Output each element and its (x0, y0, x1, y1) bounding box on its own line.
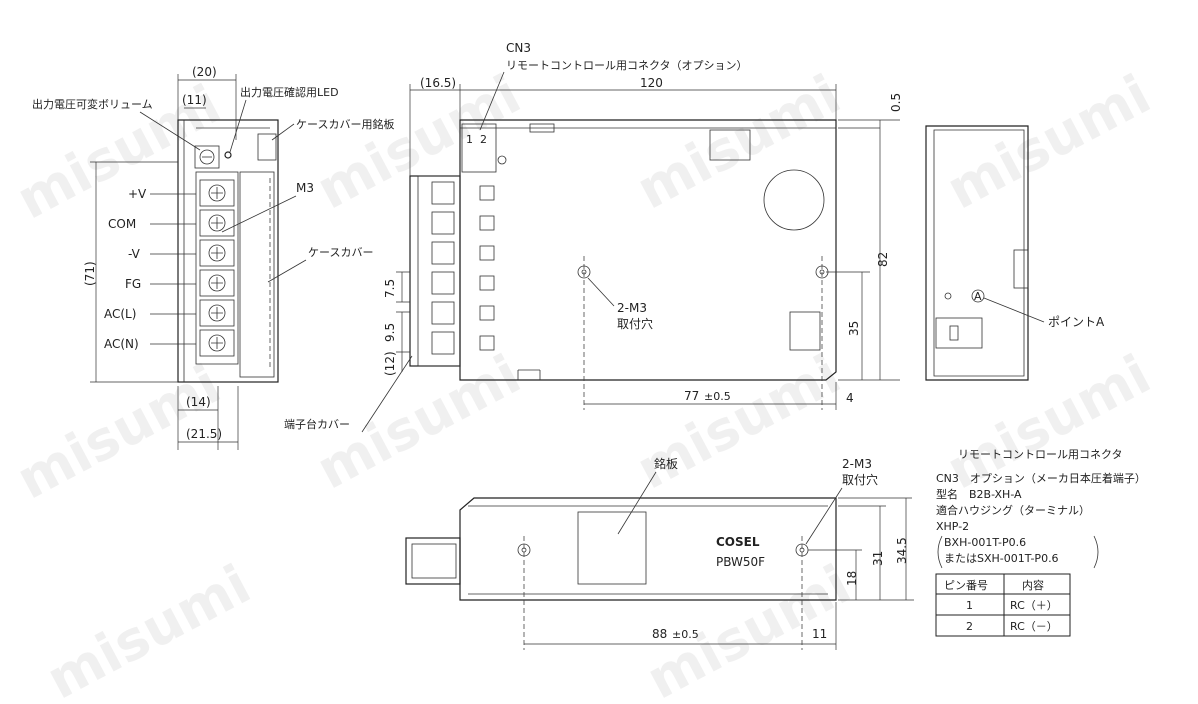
callout-cn3-desc: リモートコントロール用コネクタ（オプション） (506, 59, 748, 72)
side-connector (1013, 249, 1029, 289)
pin-table: ピン番号 内容 1 RC（＋） 2 RC（－） (935, 573, 1071, 637)
dim-88: 88 (652, 627, 667, 641)
terminal-screw (199, 179, 235, 207)
top-view: 1 2 (16.5) 120 0.5 82 35 77 ±0.5 4 7.5 9… (284, 41, 903, 433)
dim-16-5: (16.5) (420, 76, 456, 90)
watermark-text: misumi (937, 63, 1161, 222)
pin-table-cell: 1 (966, 599, 973, 612)
point-a-marker (971, 289, 985, 303)
vent-hole (763, 169, 825, 231)
dim-21-5: (21.5) (186, 427, 222, 441)
spec-title: リモートコントロール用コネクタ (958, 448, 1123, 461)
front-nameplate (257, 133, 277, 161)
dim-31: 31 (871, 551, 885, 566)
volume-body (194, 145, 220, 169)
cn3-pin-2: 2 (480, 133, 487, 146)
dim-11: (11) (182, 93, 207, 107)
callout-2m3-b: 2-M3 (842, 457, 872, 471)
side-body-outline (925, 125, 1029, 381)
dim-34-5: 34.5 (895, 537, 909, 564)
callout-output-voltage-adj: 出力電圧可変ボリューム (32, 97, 153, 111)
terminal-screw (199, 269, 235, 297)
dim-77: 77 (684, 389, 699, 403)
dim-9-5: 9.5 (383, 323, 397, 342)
terminal-screw (199, 239, 235, 267)
pin-table-header-content: 内容 (1022, 578, 1044, 592)
callout-2m3-a: 2-M3 (617, 301, 647, 315)
callout-point-a: ポイントA (1048, 315, 1105, 329)
pin-table-header-pin: ピン番号 (944, 579, 988, 592)
model-label: PBW50F (716, 555, 765, 569)
dim-77-tol: ±0.5 (704, 390, 731, 403)
watermark-text: misumi (307, 63, 531, 222)
terminal-label-acl: AC(L) (104, 307, 136, 321)
bottom-terminal-block (405, 537, 461, 585)
dim-35: 35 (847, 321, 861, 336)
connector-spec: リモートコントロール用コネクタ CN3 オプション（メーカ日本圧着端子） 型名 … (935, 448, 1146, 637)
front-body-outline (177, 119, 279, 383)
pin-table-cell: 2 (966, 620, 973, 633)
cn3-pin-1: 1 (466, 133, 473, 146)
dim-7-5: 7.5 (383, 279, 397, 298)
callout-output-led: 出力電圧確認用LED (240, 85, 339, 99)
watermark-text: misumi (627, 343, 851, 502)
dim-18: 18 (845, 571, 859, 586)
callout-cn3: CN3 (506, 41, 531, 55)
dim-20: (20) (192, 65, 217, 79)
side-terminal-block (409, 175, 461, 367)
pin-table-cell: RC（－） (1010, 620, 1058, 633)
bottom-body-outline (459, 497, 837, 601)
callout-case-nameplate: ケースカバー用銘板 (296, 117, 394, 131)
brand-logo: COSEL (716, 535, 760, 549)
callout-case-cover: ケースカバー (308, 246, 373, 259)
callout-m3: M3 (296, 181, 314, 195)
terminal-label-fg: FG (125, 277, 141, 291)
terminal-block (195, 171, 239, 365)
dim-12: (12) (383, 351, 397, 376)
callout-mount-hole-a: 取付穴 (617, 316, 653, 331)
terminal-screw (199, 299, 235, 327)
volume-knob-icon (199, 149, 215, 165)
bottom-nameplate (577, 511, 647, 585)
front-case-cover (239, 171, 275, 378)
spec-line-6: またはSXH-001T-P0.6 (944, 552, 1059, 565)
dim-71: (71) (83, 261, 97, 286)
spec-line-2: 型名 B2B-XH-A (936, 487, 1022, 501)
front-view: +V COM -V FG AC(L) AC(N) (20) (11) (71) … (32, 65, 394, 450)
dim-11b: 11 (812, 627, 827, 641)
side-view: A ポイントA (925, 125, 1105, 381)
spec-line-5: BXH-001T-P0.6 (944, 536, 1026, 549)
terminal-label-com: COM (108, 217, 136, 231)
dim-14: (14) (186, 395, 211, 409)
pin-table-cell: RC（＋） (1010, 599, 1058, 612)
watermark-text: misumi (37, 553, 261, 700)
dim-0-5: 0.5 (889, 93, 903, 112)
dim-82: 82 (876, 252, 890, 267)
terminal-label-acn: AC(N) (104, 337, 139, 351)
terminal-screws (199, 179, 235, 357)
terminal-screw (199, 329, 235, 357)
cn3-connector (461, 123, 497, 173)
terminal-label-pv: +V (128, 187, 147, 201)
spec-line-4: XHP-2 (936, 520, 969, 533)
watermark-layer: misumi misumi misumi misumi misumi misum… (7, 63, 1161, 704)
callout-mount-hole-b: 取付穴 (842, 472, 878, 487)
point-a-letter: A (974, 290, 982, 303)
terminal-label-nv: -V (128, 247, 141, 261)
spec-line-1: CN3 オプション（メーカ日本圧着端子） (936, 471, 1146, 485)
callout-terminal-cover: 端子台カバー (284, 417, 350, 431)
dim-88-tol: ±0.5 (672, 628, 699, 641)
side-terminal-tabs (431, 181, 495, 355)
spec-line-3: 適合ハウジング（ターミナル） (936, 503, 1090, 517)
callout-nameplate: 銘板 (654, 456, 678, 471)
dim-120: 120 (640, 76, 663, 90)
bottom-view: 銘板 COSEL PBW50F 2-M3 取付穴 88 ±0.5 11 18 3… (405, 456, 914, 650)
terminal-screw (199, 209, 235, 237)
led-icon (224, 151, 232, 159)
dim-4: 4 (846, 391, 854, 405)
